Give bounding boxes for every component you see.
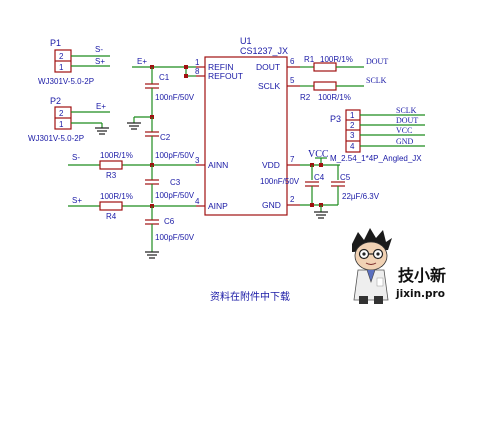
p3-net-dout: DOUT <box>396 116 418 125</box>
net-label-vcc: VCC <box>308 149 329 160</box>
u1-pin-name-ainp: AINP <box>208 201 228 211</box>
r4-ref: R4 <box>106 212 117 221</box>
resistor-r2: SCLK R2 100R/1% <box>300 76 387 102</box>
resistor-r4: 100R/1% R4 <box>99 192 133 221</box>
net-label-e-plus: E+ <box>137 57 147 66</box>
u1-pin-num-refout: 8 <box>195 67 200 76</box>
u1-pin-num-dout: 6 <box>290 57 295 66</box>
p1-ref: P1 <box>50 38 61 48</box>
ainp-net: S+ <box>68 196 196 220</box>
p1-net-s-plus: S+ <box>95 57 105 66</box>
p2-ground-symbol <box>95 127 109 135</box>
c5-value: 22µF/6.3V <box>342 192 380 201</box>
p2-value: WJ301V-5.0-2P <box>28 134 84 143</box>
r2-value: 100R/1% <box>318 93 351 102</box>
gnd-node-u1 <box>300 203 338 219</box>
brand-name: 技小新 <box>398 266 446 285</box>
p1-value: WJ301V-5.0-2P <box>38 77 94 86</box>
p3-value: M_2.54_1*4P_Angled_JX <box>330 154 422 163</box>
capacitor-c3: C3 100pF/50V <box>145 178 195 203</box>
r3-value: 100R/1% <box>100 151 133 160</box>
download-note: 资料在附件中下载 <box>210 290 290 303</box>
e-plus-net: E+ <box>132 57 196 84</box>
u1-pin-name-gnd: GND <box>262 200 281 210</box>
c4-value: 100nF/50V <box>260 177 300 186</box>
connector-p1: P1 2 1 S- S+ WJ301V-5.0-2P <box>38 38 110 86</box>
p3-ref: P3 <box>330 114 341 124</box>
net-label-s-minus: S- <box>72 153 80 162</box>
c4-ref: C4 <box>314 173 325 182</box>
p3-pin4-num: 4 <box>350 142 355 151</box>
p3-net-sclk: SCLK <box>396 106 417 115</box>
c1-ref: C1 <box>159 73 170 82</box>
r2-ref: R2 <box>300 93 311 102</box>
p1-pin2-num: 2 <box>59 52 64 61</box>
c1-value: 100nF/50V <box>155 93 195 102</box>
brand-domain: jixin.pro <box>395 288 445 300</box>
vcc-net: VCC <box>300 149 340 180</box>
p2-ref: P2 <box>50 96 61 106</box>
u1-pin-name-sclk: SCLK <box>258 81 281 91</box>
capacitor-c2: C2 100pF/50V <box>145 131 195 165</box>
gnd-node-c1 <box>127 115 154 132</box>
u1-pin-name-dout: DOUT <box>256 62 280 72</box>
p2-net-e-plus: E+ <box>96 102 106 111</box>
c2-value: 100pF/50V <box>155 151 195 160</box>
mascot-illustration <box>352 228 392 304</box>
capacitor-c5: C5 22µF/6.3V <box>331 173 380 205</box>
u1-pin-name-refin: REFIN <box>208 62 234 72</box>
ainn-net: S- <box>68 153 196 180</box>
r1-ref: R1 <box>304 55 315 64</box>
p2-pin2-num: 2 <box>59 109 64 118</box>
capacitor-c1: C1 100nF/50V <box>145 73 195 117</box>
c6-ref: C6 <box>164 217 175 226</box>
p3-pin3-num: 3 <box>350 131 355 140</box>
resistor-r1: R1 100R/1% DOUT <box>300 55 388 72</box>
u1-ref: U1 <box>240 36 252 46</box>
p1-net-s-minus: S- <box>95 45 103 54</box>
u1-pin-num-sclk: 5 <box>290 76 295 85</box>
ic-u1: U1 CS1237_JX 1 8 3 4 REFIN REFOUT AINN A… <box>195 36 300 216</box>
c6-value: 100pF/50V <box>155 233 195 242</box>
u1-pin-num-ainn: 3 <box>195 156 200 165</box>
c3-value: 100pF/50V <box>155 191 195 200</box>
connector-p3: P3 1 2 3 4 SCLK DOUT VCC GND M_2.54_1*4P… <box>330 106 425 163</box>
p3-body <box>345 109 361 153</box>
p3-pin1-num: 1 <box>350 111 355 120</box>
p1-pin1-num: 1 <box>59 63 64 72</box>
resistor-r3: 100R/1% R3 <box>99 151 133 180</box>
net-label-dout: DOUT <box>366 57 388 66</box>
r1-value: 100R/1% <box>320 55 353 64</box>
c2-ref: C2 <box>160 133 171 142</box>
p3-net-gnd: GND <box>396 137 414 146</box>
u1-pin-name-vdd: VDD <box>262 160 280 170</box>
c5-ref: C5 <box>340 173 351 182</box>
c3-ref: C3 <box>170 178 181 187</box>
r3-ref: R3 <box>106 171 117 180</box>
capacitor-c4: C4 100nF/50V <box>260 173 325 205</box>
p3-pin2-num: 2 <box>350 121 355 130</box>
u1-pin-name-ainn: AINN <box>208 160 228 170</box>
u1-pin-num-ainp: 4 <box>195 197 200 206</box>
u1-body <box>204 56 288 216</box>
u1-pin-num-gnd: 2 <box>290 195 295 204</box>
connector-p2: P2 2 1 E+ WJ301V-5.0-2P <box>28 96 110 143</box>
u1-pin-name-refout: REFOUT <box>208 71 243 81</box>
u1-pin-num-vdd: 7 <box>290 155 295 164</box>
p3-net-vcc: VCC <box>396 126 412 135</box>
capacitor-c6: C6 100pF/50V <box>145 217 195 259</box>
r4-value: 100R/1% <box>100 192 133 201</box>
u1-value: CS1237_JX <box>240 46 288 56</box>
p2-pin1-num: 1 <box>59 120 64 129</box>
u1-pin-num-refin: 1 <box>195 58 200 67</box>
net-label-s-plus: S+ <box>72 196 82 205</box>
net-label-sclk: SCLK <box>366 76 387 85</box>
